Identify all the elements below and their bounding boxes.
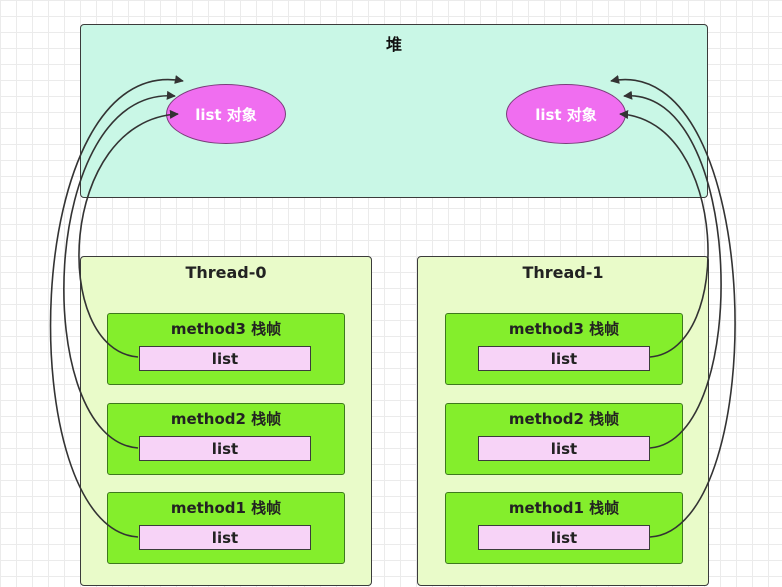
thread-0-frame-method3: method3 栈帧 list [107,313,345,385]
thread-0-frame-method2: method2 栈帧 list [107,403,345,475]
frame-title: method2 栈帧 [508,410,620,428]
local-var-list: list [478,346,650,371]
local-var-list: list [478,436,650,461]
local-var-list: list [139,346,311,371]
frame-title: method3 栈帧 [170,320,282,338]
heap-box: 堆 list 对象 list 对象 [80,24,708,198]
thread-0-title: Thread-0 [185,263,267,282]
frame-title: method1 栈帧 [508,499,620,517]
list-object-left: list 对象 [166,84,286,144]
thread-1-box: Thread-1 method3 栈帧 list method2 栈帧 list… [417,256,709,586]
heap-title: 堆 [385,35,402,54]
frame-title: method3 栈帧 [508,320,620,338]
thread-1-frame-method2: method2 栈帧 list [445,403,683,475]
thread-0-frame-method1: method1 栈帧 list [107,492,345,564]
list-object-right: list 对象 [506,84,626,144]
thread-1-frame-method3: method3 栈帧 list [445,313,683,385]
frame-title: method2 栈帧 [170,410,282,428]
thread-1-title: Thread-1 [522,263,604,282]
local-var-list: list [139,525,311,550]
local-var-list: list [139,436,311,461]
frame-title: method1 栈帧 [170,499,282,517]
local-var-list: list [478,525,650,550]
thread-0-box: Thread-0 method3 栈帧 list method2 栈帧 list… [80,256,372,586]
thread-1-frame-method1: method1 栈帧 list [445,492,683,564]
